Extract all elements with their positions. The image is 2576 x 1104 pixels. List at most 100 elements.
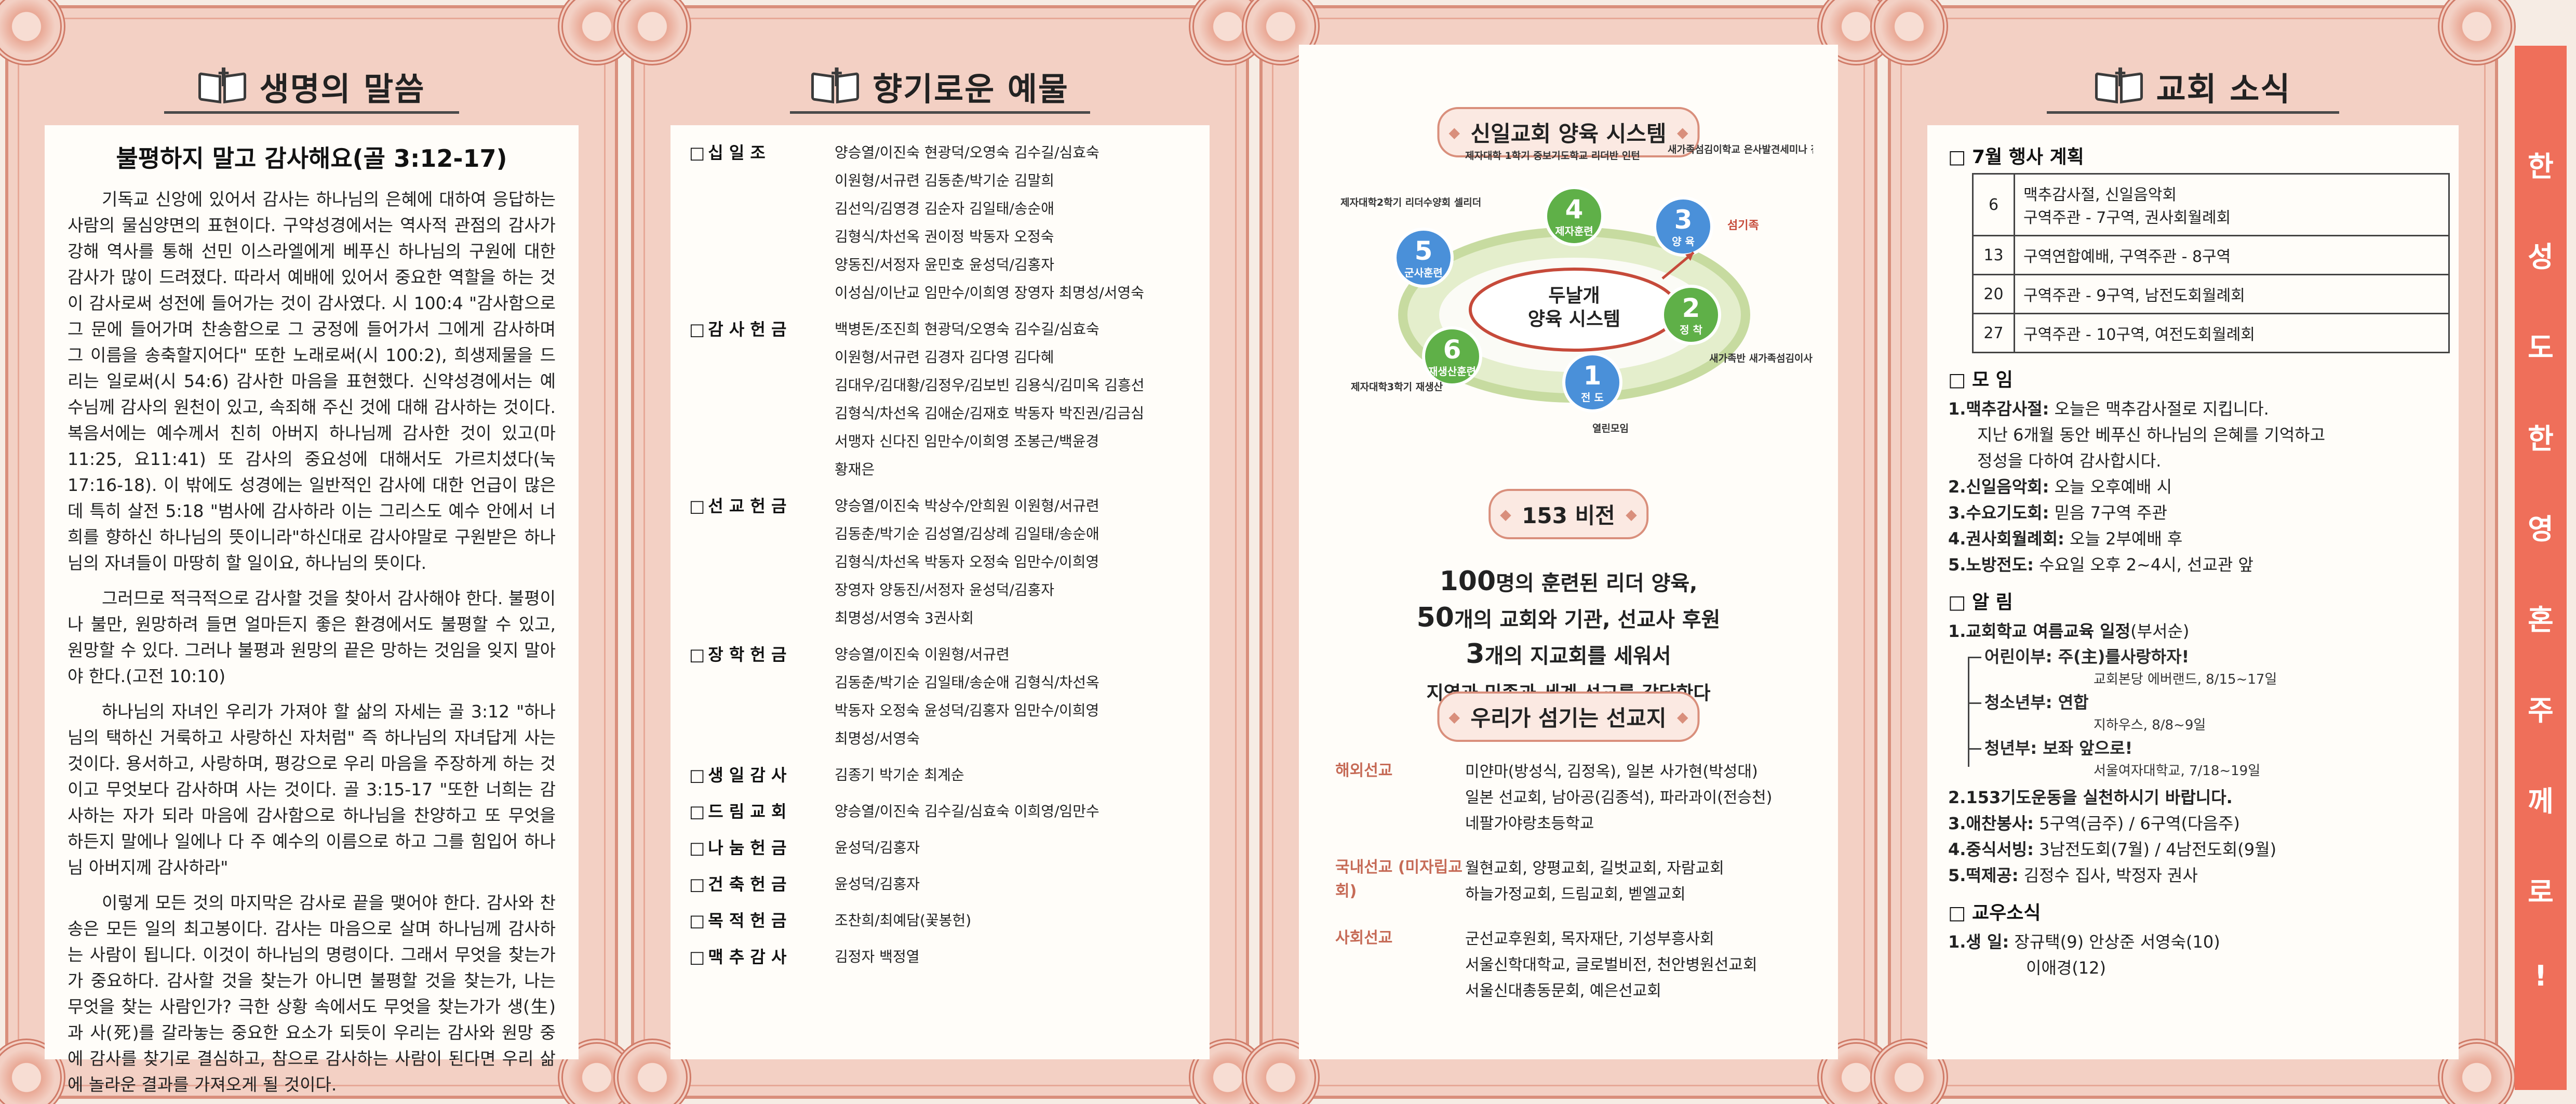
offering-name-line: 김형식/차선옥 김애순/김재호 박동자 박진권/김금심 [835, 405, 1144, 422]
school-dept-name: 청소년부: [1984, 693, 2052, 712]
notice-item: 4.중식서빙: 3남전도회(7월) / 4남전도회(9월) [1948, 836, 2438, 862]
banner-char: 로 [2528, 875, 2554, 909]
vision-number: 100 [1439, 566, 1496, 597]
offering-name-line: 백병돈/조진희 현광덕/오영숙 김수길/심효숙 [835, 321, 1099, 338]
step-note: 새가족섬김이학교 은사발견세미나 전인치유수양회 양육반 [1668, 144, 1813, 155]
school-dept-theme: 연합 [2052, 693, 2089, 712]
meeting-key: 1.맥추감사절: [1948, 399, 2049, 419]
ornament [613, 0, 691, 65]
meeting-value: 지난 6개월 동안 베푸신 하나님의 은혜를 기억하고 [1977, 425, 2326, 445]
meeting-item: 2.신일음악회: 오늘 오후예배 시 [1948, 474, 2438, 500]
meeting-item: 5.노방전도: 수요일 오후 2~4시, 선교관 앞 [1948, 552, 2438, 578]
banner-char: 영 [2528, 513, 2554, 546]
meeting-item: 지난 6개월 동안 베푸신 하나님의 은혜를 기억하고 [1948, 422, 2438, 448]
event-text: 구역주관 - 9구역, 남전도회월례회 [2014, 274, 2450, 314]
event-text: 구역연합예배, 구역주관 - 8구역 [2014, 235, 2450, 275]
offering-name-line: 황재은 [835, 461, 875, 478]
mission-line: 일본 선교회, 남아공(김종석), 파라과이(전승천) [1465, 789, 1773, 807]
offering-name-line: 최명성/서영숙 [835, 730, 920, 747]
notice-section-header: 알 림 [1948, 587, 2438, 614]
step-label: 정 착 [1680, 324, 1702, 336]
meeting-key: 5.노방전도: [1948, 555, 2034, 575]
offering-name-line: 김형식/차선옥 박동자 오정숙 임만수/이희영 [835, 553, 1099, 570]
offering-label: 나 눔 헌 금 [689, 834, 835, 862]
sermon-paragraph: 기독교 신앙에 있어서 감사는 하나님의 은혜에 대하여 응답하는 사람의 물심… [68, 189, 556, 573]
banner-char: 주 [2528, 694, 2554, 727]
offering-label: 목 적 헌 금 [689, 907, 835, 935]
offering-label: 건 축 헌 금 [689, 870, 835, 898]
ornament [0, 0, 65, 65]
panel-title: 향기로운 예물 [873, 70, 1069, 108]
school-dept-theme: 주(主)를사랑하자! [2052, 647, 2190, 667]
bible-icon: † [811, 63, 860, 104]
center-text-line1: 두날개 [1548, 285, 1600, 307]
offering-label: 드 림 교 회 [689, 797, 835, 826]
school-dept-detail: 서울여자대학교, 7/18~19일 [2094, 763, 2261, 779]
panel-word-of-life: † 생명의 말씀 불평하지 말고 감사해요(골 3:12-17) 기독교 신앙에… [0, 0, 636, 1104]
notice-key: 5.떡제공: [1948, 866, 2019, 885]
panel-title: 생명의 말씀 [259, 70, 425, 108]
step-circle [1544, 186, 1604, 246]
meeting-value: 수요일 오후 2~4시, 선교관 앞 [2033, 555, 2253, 575]
step-note: 열린모임 [1592, 423, 1629, 434]
offering-name-line: 김정자 백정열 [835, 948, 920, 965]
banner-char: 한 [2528, 422, 2554, 455]
member-list: 1.생 일: 장규택(9) 안상준 서영숙(10)이애경(12) [1948, 929, 2438, 981]
offering-name-line: 이원형/서규련 김경자 김다영 김다혜 [835, 349, 1054, 366]
step-circle [1653, 196, 1713, 257]
offering-name-line: 양승열/이진숙 현광덕/오영숙 김수길/심효숙 [835, 144, 1099, 161]
mission-line: 네팔가야랑초등학교 [1465, 815, 1594, 833]
meeting-key: 4.권사회월례회: [1948, 529, 2064, 549]
vision-line: 100명의 훈련된 리더 양육, [1299, 564, 1838, 601]
mission-title: 우리가 섬기는 선교지 [1437, 691, 1700, 742]
panel-header: † 향기로운 예물 [634, 63, 1246, 110]
banner-char: 한 [2528, 150, 2554, 183]
banner-char: ! [2534, 960, 2547, 993]
school-dept-head: 어린이부: 주(主)를사랑하자! [1984, 644, 2438, 669]
offering-name-line: 김형식/차선옥 권이정 박동자 오정숙 [835, 228, 1054, 245]
school-dept-head: 청소년부: 연합 [1984, 690, 2438, 715]
member-item: 1.생 일: 장규택(9) 안상준 서영숙(10) [1948, 929, 2438, 955]
offering-name-line: 서맹자 신다진 임만수/이희영 조봉근/백윤경 [835, 433, 1099, 450]
sermon-paragraph: 이렇게 모든 것의 마지막은 감사로 끝을 맺어야 한다. 감사와 찬송은 모든… [68, 893, 556, 1095]
banner-char: 께 [2528, 784, 2554, 818]
step-circle [1562, 352, 1622, 413]
mission-category: 사회선교 [1335, 929, 1393, 947]
school-dept-head: 청년부: 보좌 앞으로! [1984, 736, 2438, 761]
banner-char: 성 [2528, 241, 2554, 274]
sermon-title: 불평하지 말고 감사해요(골 3:12-17) [116, 144, 507, 172]
ornament [1870, 0, 1948, 65]
step-number: 2 [1682, 293, 1700, 323]
vision-text: 개의 지교회를 세워서 [1484, 644, 1671, 668]
step-label: 군사훈련 [1404, 267, 1443, 279]
offering-label: 선 교 헌 금 [689, 492, 835, 632]
step-label: 제자훈련 [1555, 225, 1593, 237]
school-dept: 청년부: 보좌 앞으로! 서울여자대학교, 7/18~19일 [1968, 736, 2438, 781]
step-label: 전 도 [1581, 391, 1604, 404]
vision-line: 50개의 교회와 기관, 선교사 후원 [1299, 601, 1838, 637]
meeting-value: 믿음 7구역 주관 [2049, 503, 2167, 523]
offering-names: 조찬희/최예담(꽃봉헌) [835, 907, 1191, 935]
vision-text: 명의 훈련된 리더 양육, [1496, 571, 1698, 595]
sermon-body: 불평하지 말고 감사해요(골 3:12-17) 기독교 신앙에 있어서 감사는 … [45, 125, 579, 1095]
school-dept: 어린이부: 주(主)를사랑하자!교회본당 에버랜드, 8/15~17일 [1968, 644, 2438, 690]
member-section-header: 교우소식 [1948, 898, 2438, 925]
panel-title: 교회 소식 [2156, 70, 2291, 108]
mission-line: 월현교회, 양평교회, 길벗교회, 자람교회 [1465, 859, 1724, 877]
offering-label: 생 일 감 사 [689, 761, 835, 789]
step-number: 6 [1443, 335, 1461, 365]
